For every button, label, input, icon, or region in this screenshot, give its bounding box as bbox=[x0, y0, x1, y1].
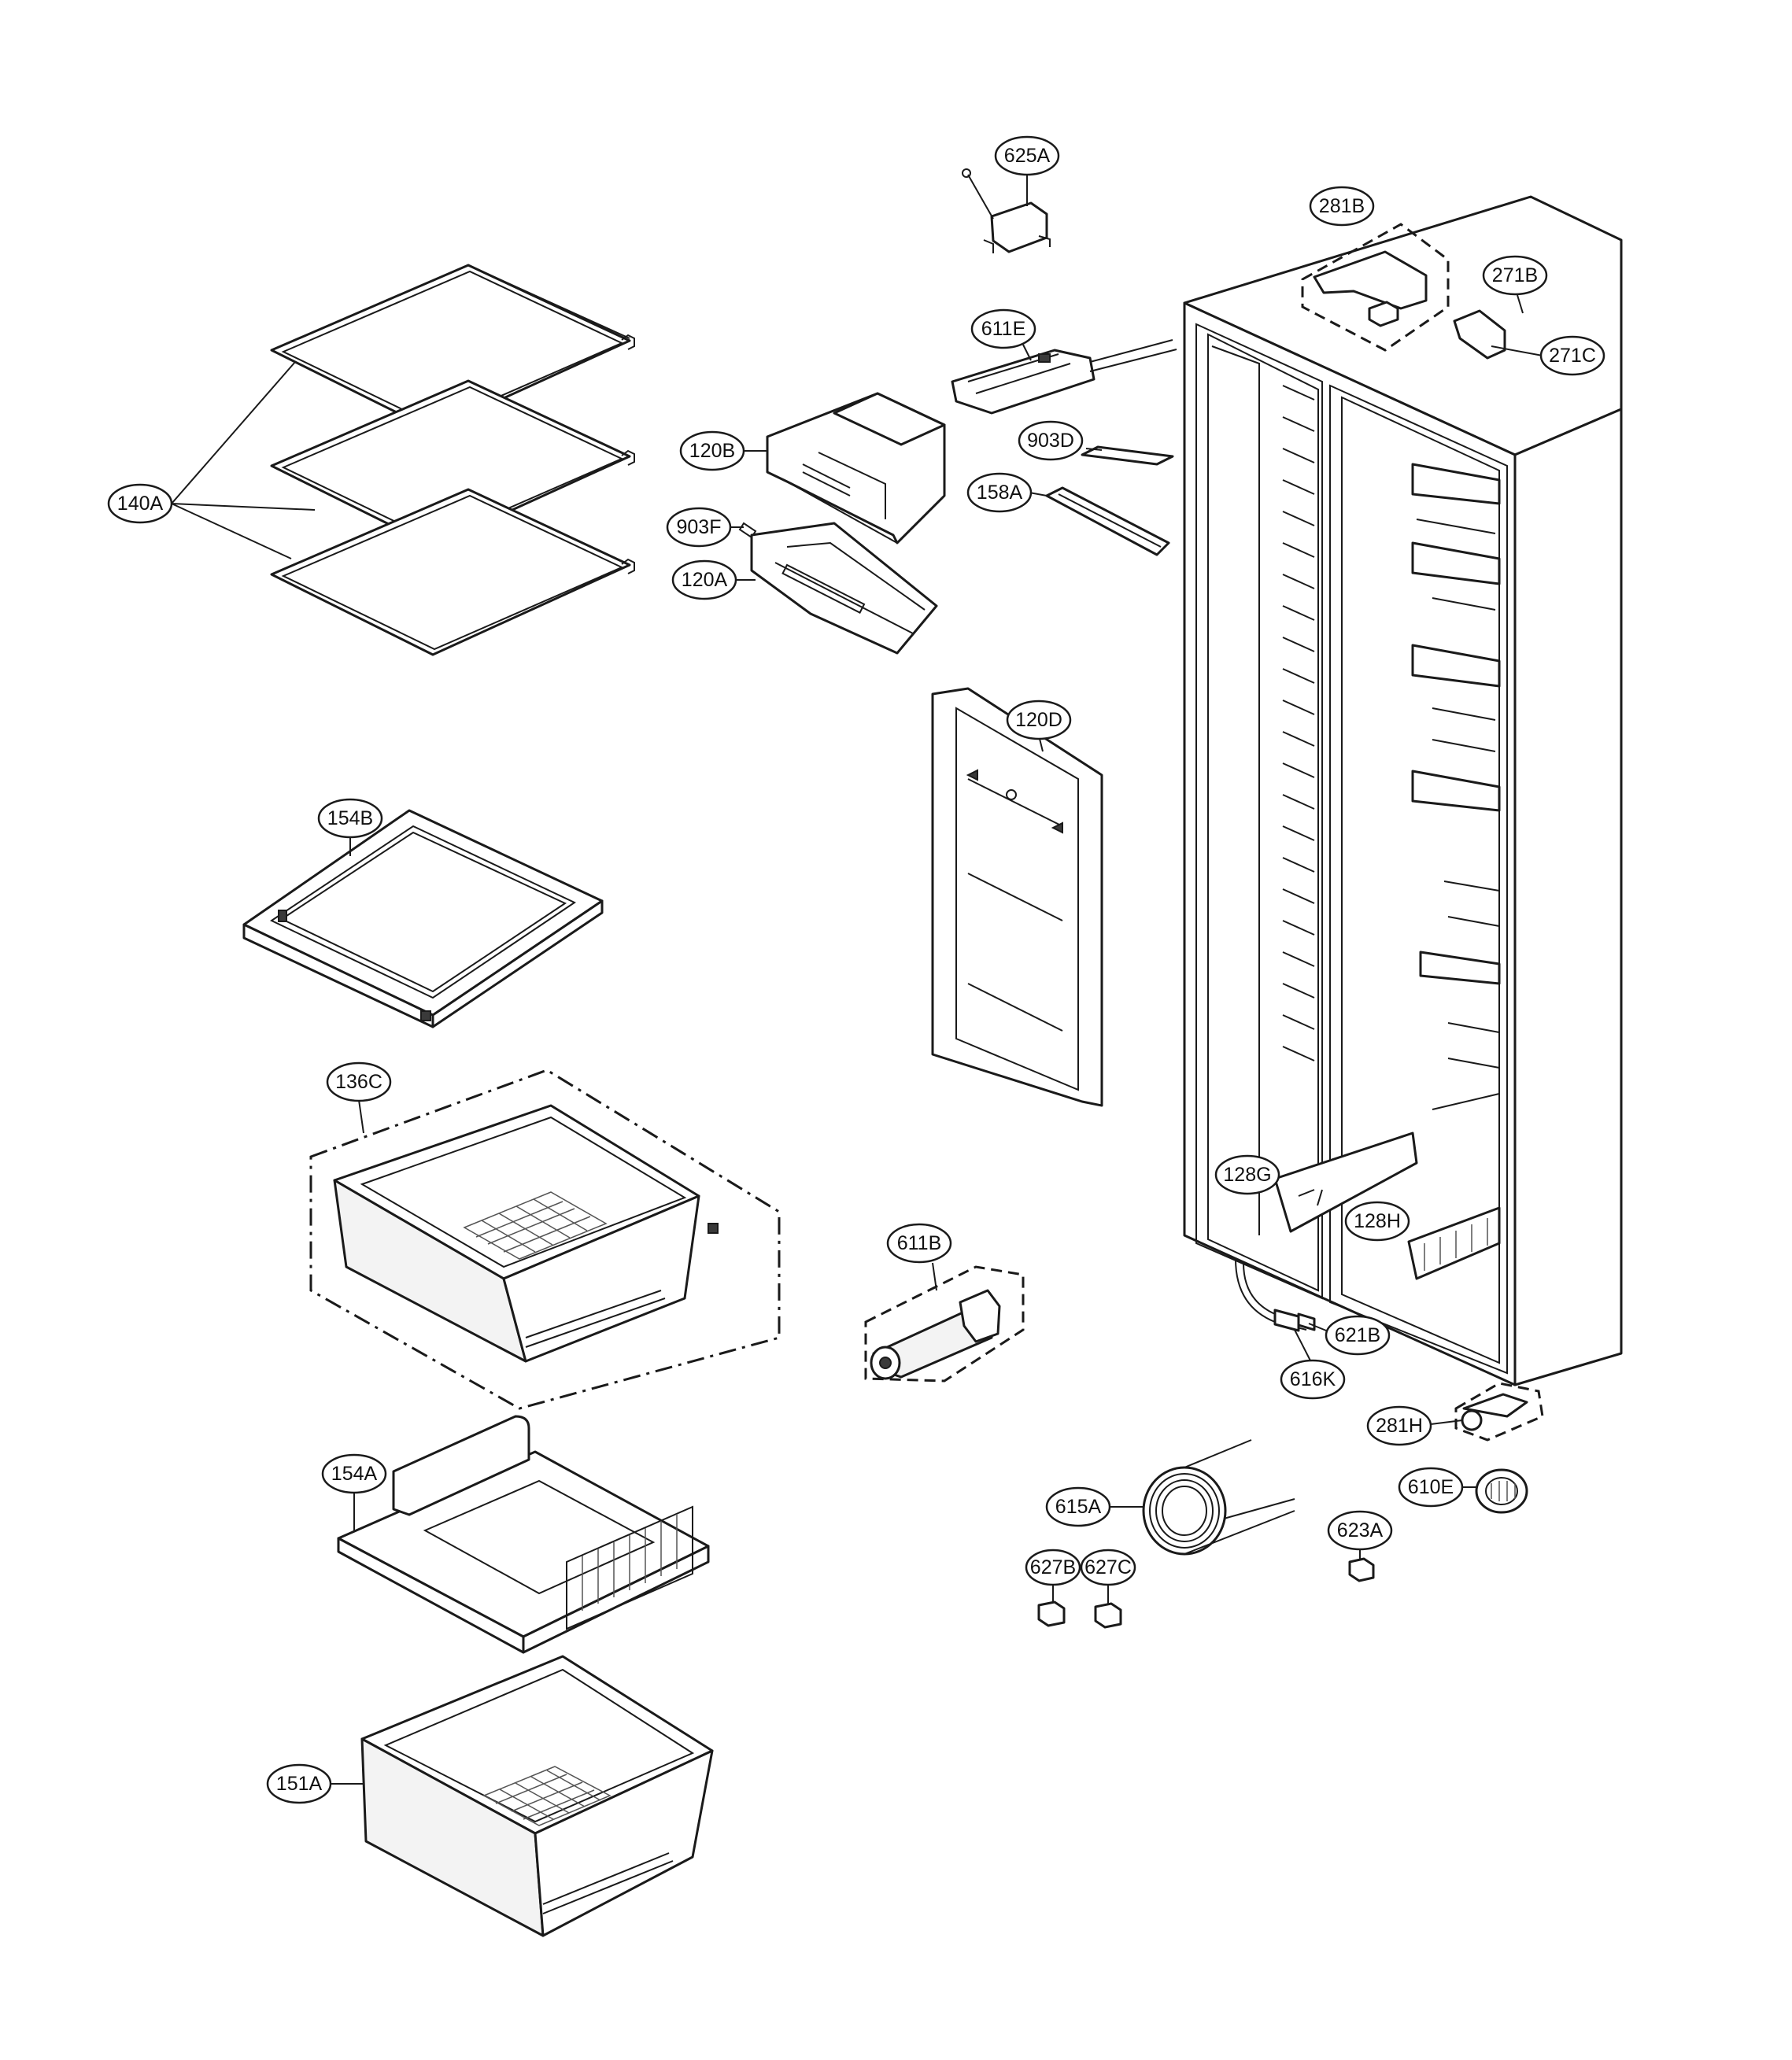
label-627C: 627C bbox=[1084, 1556, 1132, 1578]
label-616K: 616K bbox=[1290, 1368, 1336, 1390]
callout-120B: 120B bbox=[679, 430, 745, 471]
callout-128H: 128H bbox=[1344, 1201, 1410, 1242]
valve-611E bbox=[951, 339, 1177, 415]
callout-140A: 140A bbox=[107, 483, 173, 524]
callout-271C: 271C bbox=[1539, 335, 1605, 376]
label-281H: 281H bbox=[1376, 1415, 1423, 1437]
cap-610E bbox=[1462, 1468, 1528, 1514]
label-158A: 158A bbox=[977, 482, 1023, 504]
clamp-627C bbox=[1094, 1583, 1122, 1629]
callout-610E: 610E bbox=[1398, 1467, 1464, 1508]
callout-154A: 154A bbox=[321, 1453, 387, 1494]
label-136C: 136C bbox=[335, 1071, 382, 1093]
callout-158A: 158A bbox=[966, 472, 1033, 513]
bracket-625A bbox=[962, 168, 1051, 253]
refrigerator-cabinet bbox=[1183, 195, 1623, 1386]
label-154B: 154B bbox=[327, 807, 373, 829]
callout-623A: 623A bbox=[1327, 1510, 1393, 1551]
bracket-281H bbox=[1430, 1382, 1544, 1442]
callout-271B: 271B bbox=[1482, 255, 1548, 296]
label-120B: 120B bbox=[689, 440, 735, 462]
label-611E: 611E bbox=[981, 318, 1026, 340]
label-615A: 615A bbox=[1055, 1496, 1102, 1518]
cover-158A bbox=[1029, 486, 1170, 556]
callout-120D: 120D bbox=[1006, 700, 1072, 740]
callout-625A: 625A bbox=[994, 135, 1060, 176]
label-903D: 903D bbox=[1027, 430, 1074, 452]
tube-coil-615A bbox=[1110, 1439, 1295, 1556]
label-128H: 128H bbox=[1354, 1210, 1401, 1232]
callout-611B: 611B bbox=[886, 1223, 952, 1264]
callout-136C: 136C bbox=[326, 1061, 392, 1102]
callout-903D: 903D bbox=[1018, 420, 1084, 461]
label-120A: 120A bbox=[682, 569, 728, 591]
shelf-frame-154B bbox=[242, 809, 604, 1028]
glass-shelf-top bbox=[270, 264, 635, 432]
callout-281B: 281B bbox=[1309, 186, 1375, 227]
crisper-cover-154A bbox=[337, 1415, 710, 1654]
callout-616K: 616K bbox=[1280, 1359, 1346, 1400]
label-271C: 271C bbox=[1549, 345, 1596, 367]
callout-128G: 128G bbox=[1214, 1154, 1280, 1195]
filter-611B bbox=[864, 1262, 1025, 1383]
callout-611E: 611E bbox=[970, 308, 1036, 349]
cover-120A bbox=[735, 522, 938, 655]
label-623A: 623A bbox=[1337, 1519, 1384, 1541]
label-627B: 627B bbox=[1030, 1556, 1076, 1578]
label-625A: 625A bbox=[1004, 145, 1051, 167]
clamp-627B bbox=[1037, 1583, 1066, 1627]
label-271B: 271B bbox=[1492, 264, 1538, 286]
label-611B: 611B bbox=[897, 1232, 942, 1254]
label-151A: 151A bbox=[276, 1773, 323, 1795]
label-903F: 903F bbox=[677, 516, 722, 538]
label-140A: 140A bbox=[117, 493, 164, 515]
label-610E: 610E bbox=[1408, 1476, 1454, 1498]
panel-120D bbox=[931, 687, 1103, 1107]
crisper-drawer-136C bbox=[309, 1069, 781, 1410]
callout-281H: 281H bbox=[1366, 1405, 1432, 1446]
glass-shelf-bottom bbox=[270, 488, 635, 656]
callout-154B: 154B bbox=[317, 798, 383, 839]
label-281B: 281B bbox=[1319, 195, 1365, 217]
callout-627C: 627C bbox=[1080, 1549, 1136, 1586]
lower-drawer-151A bbox=[331, 1655, 714, 1937]
shelf-140A-parts bbox=[171, 264, 635, 656]
housing-120B bbox=[742, 392, 946, 545]
strip-903D bbox=[1081, 445, 1174, 466]
callout-627B: 627B bbox=[1025, 1549, 1081, 1586]
callout-120A: 120A bbox=[671, 559, 737, 600]
label-154A: 154A bbox=[331, 1463, 378, 1485]
callout-615A: 615A bbox=[1045, 1486, 1111, 1527]
callout-903F: 903F bbox=[666, 507, 732, 548]
label-621B: 621B bbox=[1335, 1324, 1380, 1346]
label-120D: 120D bbox=[1015, 709, 1062, 731]
callout-151A: 151A bbox=[266, 1763, 332, 1804]
glass-shelf-middle bbox=[270, 379, 635, 548]
callout-621B: 621B bbox=[1325, 1315, 1391, 1356]
label-128G: 128G bbox=[1223, 1164, 1271, 1186]
